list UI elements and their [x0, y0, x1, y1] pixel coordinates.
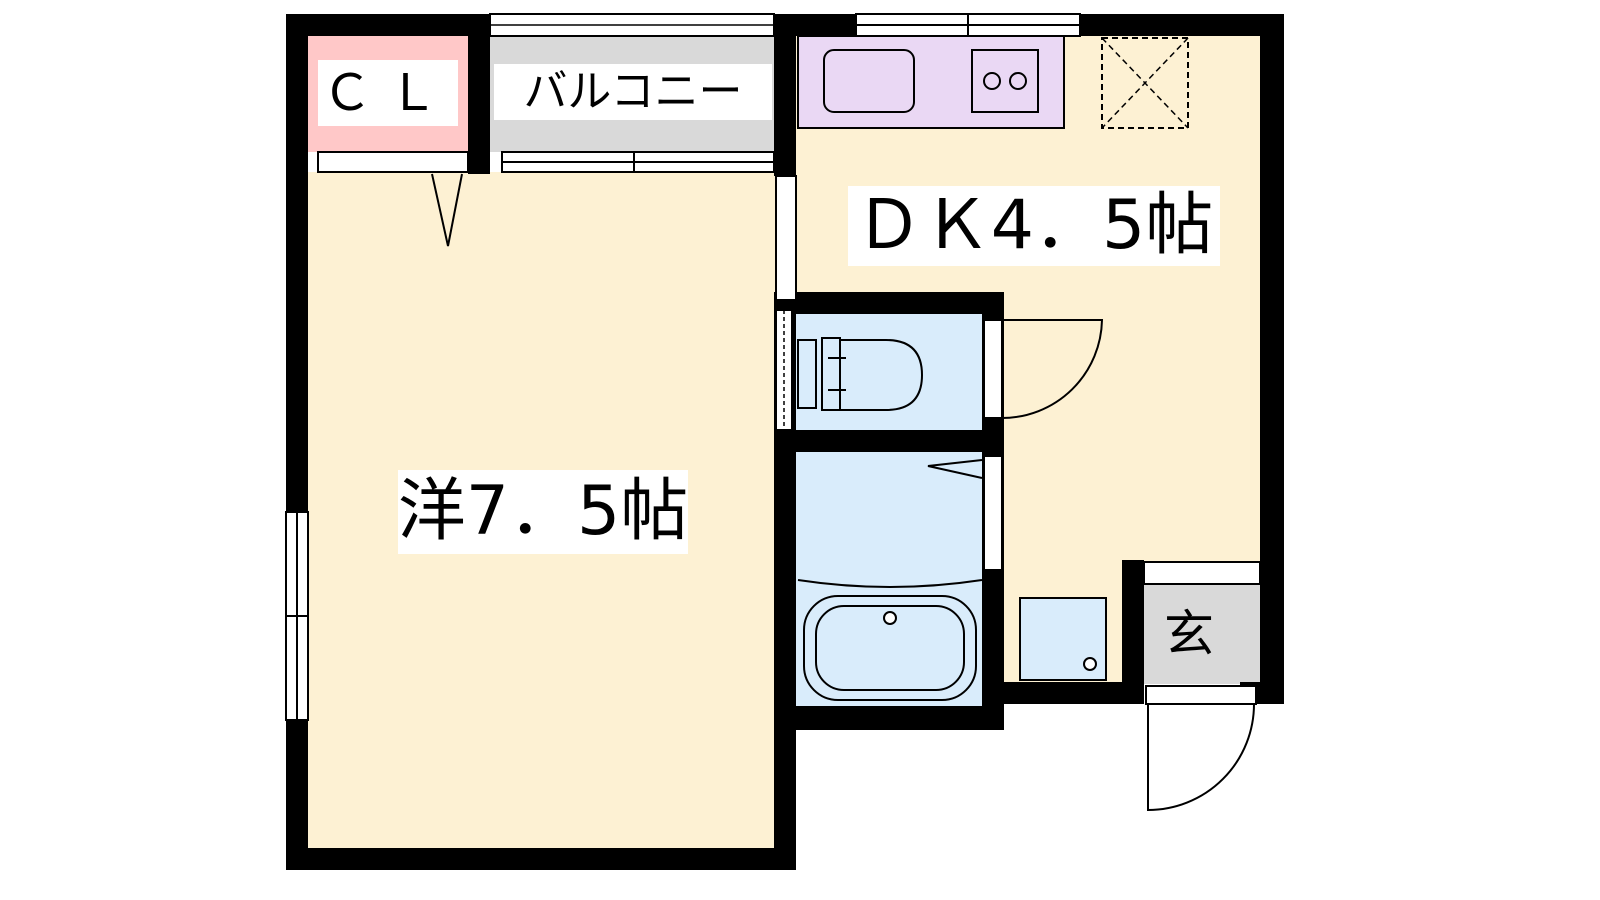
bathtub-rim: [797, 579, 983, 588]
toilet-door-swing: [1001, 319, 1104, 419]
kitchen-sink: [823, 49, 915, 113]
closet-label: ＣＬ: [318, 60, 458, 126]
entrance-label: 玄: [1146, 598, 1232, 670]
burner-right-icon: [1009, 72, 1027, 90]
bathroom-sliding-door: [983, 455, 1003, 571]
entrance-door-swing: [1147, 703, 1255, 812]
stove: [971, 49, 1039, 113]
western-room-label: 洋7．5帖: [398, 470, 688, 554]
fridge-space: [1101, 37, 1189, 129]
balcony-label: バルコニー: [494, 64, 772, 120]
bathtub: [803, 595, 977, 701]
dining-kitchen-label: ＤＫ4．5帖: [848, 186, 1220, 266]
bathroom-floor: [796, 452, 982, 706]
bathtub-drain-icon: [883, 611, 897, 625]
burner-left-icon: [983, 72, 1001, 90]
washer-drain-icon: [1083, 657, 1097, 671]
toilet-floor: [796, 314, 982, 430]
closet-door-swing: [431, 173, 463, 247]
toilet-bowl: [839, 339, 924, 411]
toilet-tank: [797, 339, 817, 409]
partition-sliding-door: [775, 175, 797, 301]
